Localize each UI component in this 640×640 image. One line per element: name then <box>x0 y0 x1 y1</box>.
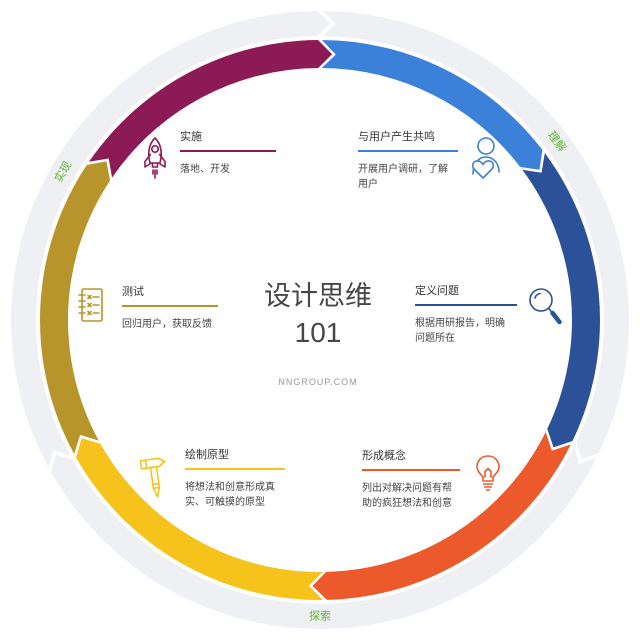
stage-define-description: 根据用研报告，明确 问题所在 <box>415 316 517 346</box>
stage-implement: 实施 落地、开发 <box>180 130 276 177</box>
description-line: 实、可触摸的原型 <box>185 497 265 508</box>
magnifier-icon <box>527 286 563 326</box>
description-line: 回归用户，获取反馈 <box>122 319 212 330</box>
prototype-arc <box>76 438 323 600</box>
phase-band-materialize <box>11 11 331 468</box>
stage-empathize-title: 与用户产生共鸣 <box>358 131 435 143</box>
description-line: 开展用户调研，了解 <box>358 164 448 175</box>
person-heart-icon <box>468 136 502 180</box>
stage-test-description: 回归用户，获取反馈 <box>122 317 218 332</box>
stage-prototype-title: 绘制原型 <box>185 449 229 461</box>
stage-implement-title: 实施 <box>180 131 202 143</box>
stage-ideate-underline <box>362 469 460 471</box>
source-credit: NNGROUP.COM <box>278 377 358 387</box>
test-arc <box>39 161 111 455</box>
description-line: 根据用研报告，明确 <box>415 318 505 329</box>
stage-empathize-description: 开展用户调研，了解 用户 <box>358 162 458 192</box>
stage-test: 测试 回归用户，获取反馈 <box>122 285 218 332</box>
description-line: 列出对解决问题有帮 <box>362 483 452 494</box>
stage-test-underline <box>122 305 218 307</box>
diagram-number: 101 <box>294 317 342 348</box>
description-line: 落地、开发 <box>180 164 230 175</box>
stage-empathize: 与用户产生共鸣 开展用户调研，了解 用户 <box>358 130 458 192</box>
stage-ideate-description: 列出对解决问题有帮 助的疯狂想法和创意 <box>362 481 460 511</box>
description-line: 问题所在 <box>415 333 455 344</box>
phase-ring <box>11 11 630 629</box>
empathize-arc <box>321 40 543 170</box>
implement-arc <box>88 40 333 178</box>
description-line: 助的疯狂想法和创意 <box>362 498 452 509</box>
stage-ideate: 形成概念 列出对解决问题有帮 助的疯狂想法和创意 <box>362 449 460 511</box>
hammer-pencil-icon <box>139 455 170 501</box>
stage-ring <box>39 40 600 600</box>
stage-define-underline <box>415 304 517 306</box>
lightbulb-icon <box>474 453 502 491</box>
ideate-arc <box>312 432 571 600</box>
stage-define: 定义问题 根据用研报告，明确 问题所在 <box>415 284 517 346</box>
rocket-icon <box>141 136 169 180</box>
description-line: 将想法和创意形成真 <box>185 482 275 493</box>
stage-ideate-title: 形成概念 <box>362 450 406 462</box>
checklist-icon <box>75 287 105 323</box>
stage-implement-underline <box>180 150 276 152</box>
stage-test-title: 测试 <box>122 286 144 298</box>
stage-prototype-underline <box>185 468 285 470</box>
phase-band-understand <box>322 11 630 460</box>
phase-label-explore: 探索 <box>309 609 331 623</box>
stage-prototype: 绘制原型 将想法和创意形成真 实、可触摸的原型 <box>185 448 285 510</box>
diagram-title: 设计思维 <box>264 281 372 311</box>
description-line: 用户 <box>358 179 378 190</box>
stage-empathize-underline <box>358 150 458 152</box>
stage-implement-description: 落地、开发 <box>180 162 276 177</box>
stage-prototype-description: 将想法和创意形成真 实、可触摸的原型 <box>185 480 285 510</box>
define-arc <box>522 153 600 448</box>
phase-band-explore <box>51 446 597 629</box>
stage-define-title: 定义问题 <box>415 285 459 297</box>
